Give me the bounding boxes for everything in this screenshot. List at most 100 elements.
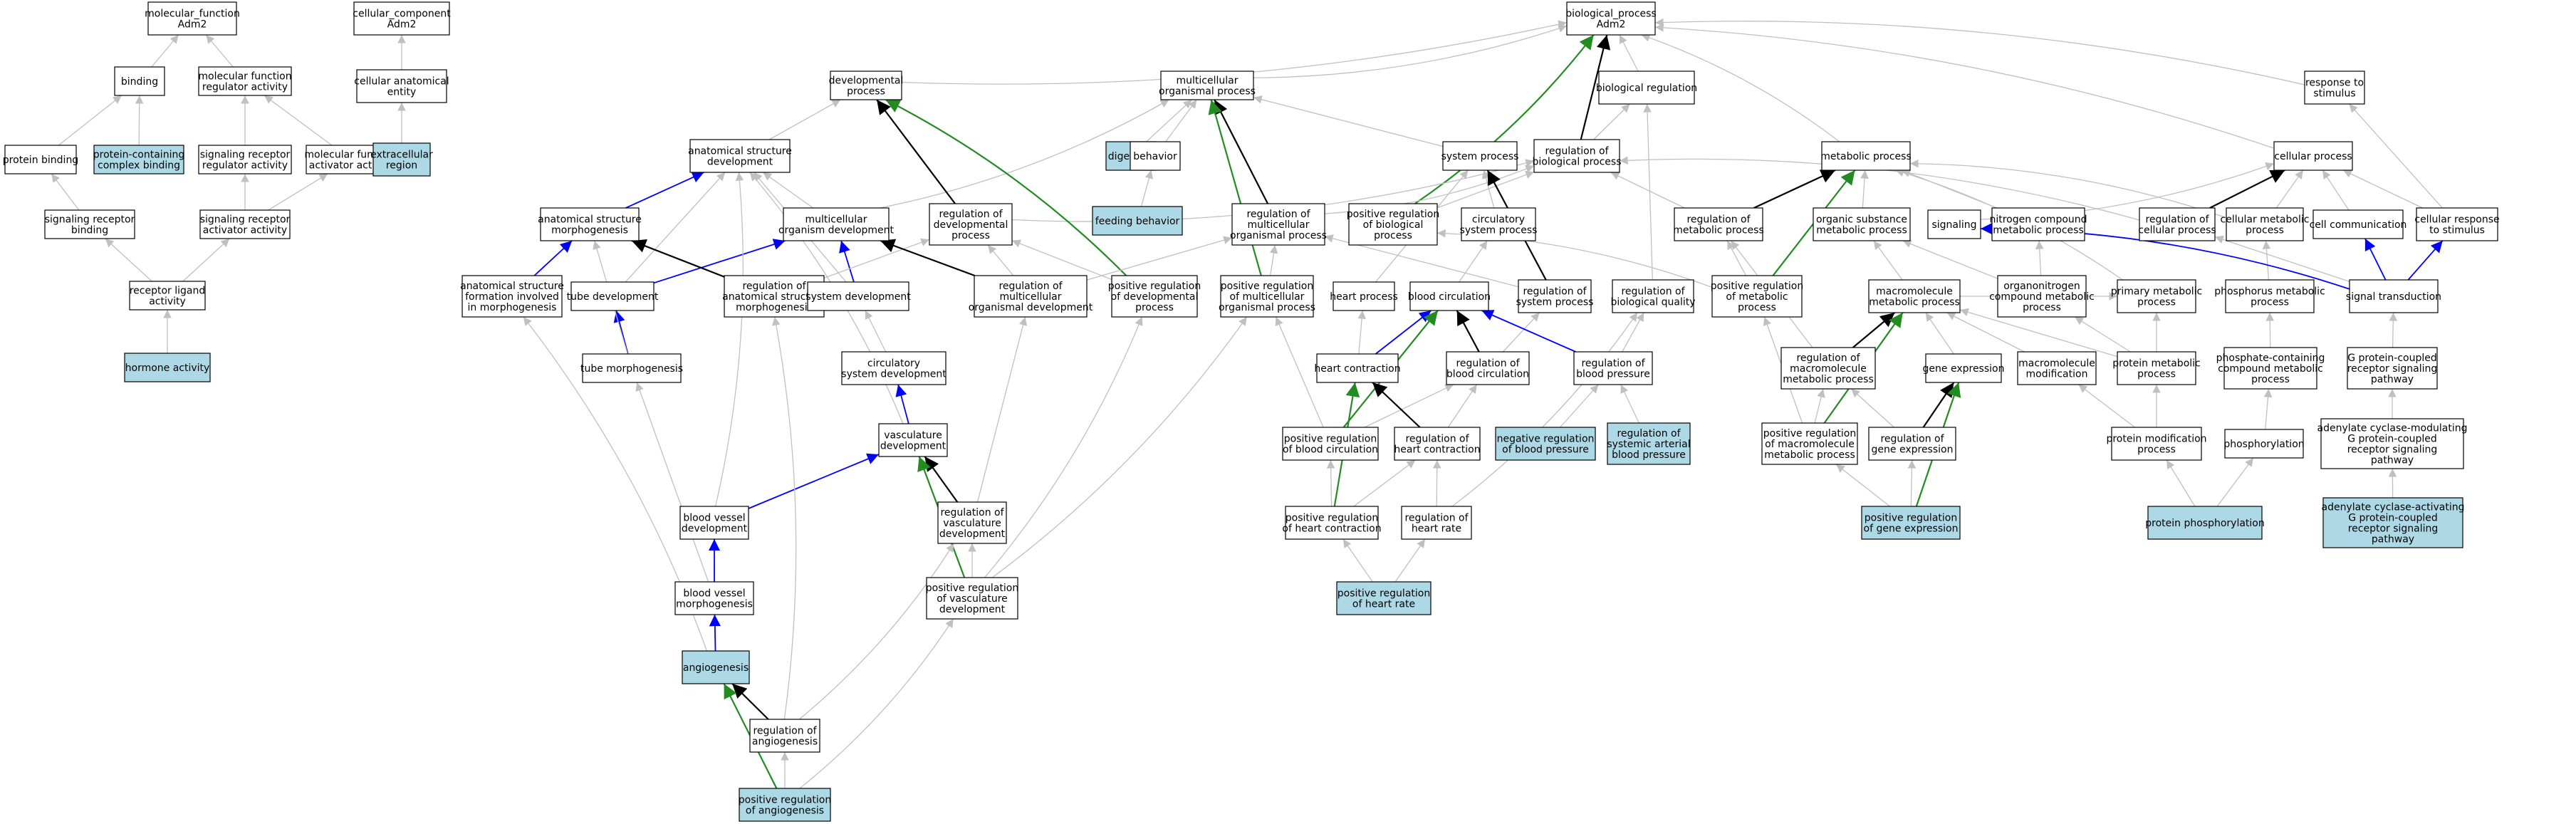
node-label-line: positive regulation: [1286, 513, 1378, 524]
edge-is-a-rmod-to-rdp: [987, 244, 1014, 276]
node-box: [2139, 207, 2216, 241]
node-box: [1092, 206, 1183, 236]
node-label-line: cellular process: [2138, 225, 2216, 236]
node-box: [1231, 203, 1325, 246]
node-box: [582, 353, 682, 383]
node-label-line: complex binding: [98, 160, 180, 172]
node-label-line: pathway: [2371, 455, 2414, 466]
node-box: [114, 66, 165, 96]
node-box: [937, 501, 1007, 544]
edge-is-a-prmp-to-rmp: [1726, 240, 1747, 276]
node-box: [878, 423, 948, 457]
node-label-line: regulation of: [1581, 358, 1645, 370]
node-label-line: morphogenesis: [736, 302, 813, 313]
node-box: [1573, 351, 1653, 385]
node-heartcontr: heart contraction: [1314, 353, 1401, 383]
node-label-line: Adm2: [178, 19, 207, 31]
node-box: [147, 1, 237, 36]
node-signaling: signaling: [1927, 209, 1981, 239]
node-label-line: regulation of: [1796, 353, 1860, 364]
node-label-line: phosphate-containing: [2216, 353, 2325, 364]
node-label-line: process: [2137, 297, 2176, 308]
edge-is-a-feeding-to-behavior: [1140, 170, 1154, 207]
node-label-line: multicellular: [805, 214, 867, 226]
node-label-line: gene expression: [1872, 444, 1954, 456]
node-label-line: of biological: [1363, 219, 1424, 231]
node-label-line: regulation of: [1880, 434, 1944, 445]
node-box: [2416, 207, 2498, 241]
edge-is-a-prmp-to-prbp: [1436, 229, 1713, 288]
node-box: [2273, 141, 2353, 171]
edge-is-a-cellcomm-to-cellproc: [2322, 170, 2350, 211]
node-label-line: regulation of: [742, 281, 806, 292]
node-label-line: regulation of: [1686, 214, 1751, 226]
node-label-line: macromolecule: [1876, 286, 1953, 298]
node-label-line: compound metabolic: [1989, 291, 2095, 303]
edge-is-a-digestion-to-mop: [1146, 99, 1192, 142]
node-label-line: vasculature: [884, 430, 942, 442]
node-box: [1821, 141, 1911, 171]
edge-is-a-mfra-to-mf: [205, 34, 234, 68]
edge-is-a-protphos-to-protmod: [2166, 459, 2196, 507]
edge-is-a-prmop-to-rmop: [1269, 244, 1278, 276]
node-box: [2322, 497, 2463, 548]
node-label-line: system development: [805, 291, 911, 303]
node-box: [783, 207, 890, 241]
node-box: [1409, 281, 1489, 311]
node-label-line: circulatory: [867, 358, 920, 370]
node-label-line: of gene expression: [1864, 523, 1959, 535]
node-label-line: response to: [2305, 78, 2364, 89]
edge-is-a-protmod-to-mmmod: [2078, 384, 2135, 428]
node-label-line: receptor signaling: [2347, 363, 2438, 375]
node-label-line: regulation of: [1456, 358, 1520, 370]
node-box: [679, 506, 749, 540]
node-box: [841, 351, 947, 385]
node-box: [749, 719, 820, 753]
node-label-line: entity: [387, 87, 417, 98]
node-label-line: system process: [1460, 225, 1538, 236]
edge-regulates-ra-to-angio: [731, 683, 769, 720]
node-label-line: of vasculature: [937, 593, 1008, 605]
edge-is-a-bvd-to-asd: [714, 172, 744, 507]
node-label-line: region: [386, 160, 417, 172]
node-label-line: system development: [841, 369, 947, 380]
node-label-line: protein phosphorylation: [2145, 518, 2265, 529]
node-tubedev: tube development: [567, 281, 659, 311]
node-label-line: blood vessel: [683, 588, 745, 600]
node-label-line: of heart rate: [1352, 599, 1415, 610]
node-box: [1442, 141, 1518, 171]
node-box: [2117, 351, 2196, 385]
edge-regulates-rcp-to-cellproc: [2209, 170, 2285, 209]
node-label-line: regulation of: [2145, 214, 2209, 226]
node-label-line: of angiogenesis: [746, 805, 824, 817]
edge-is-a-ra-to-rvd: [798, 543, 955, 720]
node-phosph: phosphorylation: [2223, 429, 2305, 459]
edge-is-a-crs-to-rts: [2349, 103, 2443, 209]
node-label-line: signal transduction: [2346, 291, 2441, 303]
node-label-line: behavior: [1133, 151, 1177, 162]
node-label-line: molecular_function: [145, 9, 240, 20]
node-label-line: in morphogenesis: [468, 302, 557, 313]
node-box: [129, 281, 206, 311]
edge-is-a-rla-to-srb: [105, 238, 152, 282]
edge-part-of-sigtrans-to-cellcomm: [2364, 238, 2387, 281]
node-label-line: cellular process: [2274, 151, 2352, 162]
